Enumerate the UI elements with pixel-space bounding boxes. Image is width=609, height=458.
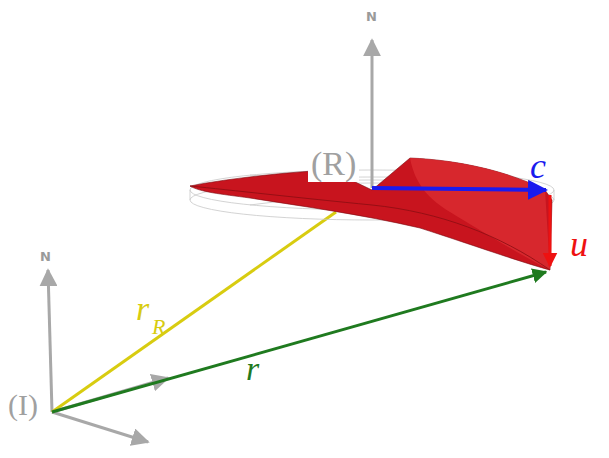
- vector-label: c: [530, 148, 546, 184]
- axis-label: N: [40, 250, 51, 263]
- vector-label: r: [136, 292, 149, 326]
- frame-label: (I): [8, 390, 38, 420]
- position-vector: [52, 272, 546, 412]
- frame-label: (R): [308, 146, 359, 182]
- rotating-axis: [371, 40, 374, 188]
- vector-subscript: R: [152, 316, 165, 338]
- undeformed-vector: [372, 188, 546, 190]
- inertial-axes: [48, 270, 168, 442]
- rotor-position-vector: [52, 212, 336, 412]
- vector-label: r: [246, 352, 259, 386]
- deformation-vector: [549, 195, 552, 266]
- axis-label: N: [366, 10, 377, 23]
- vector-label: u: [570, 226, 588, 262]
